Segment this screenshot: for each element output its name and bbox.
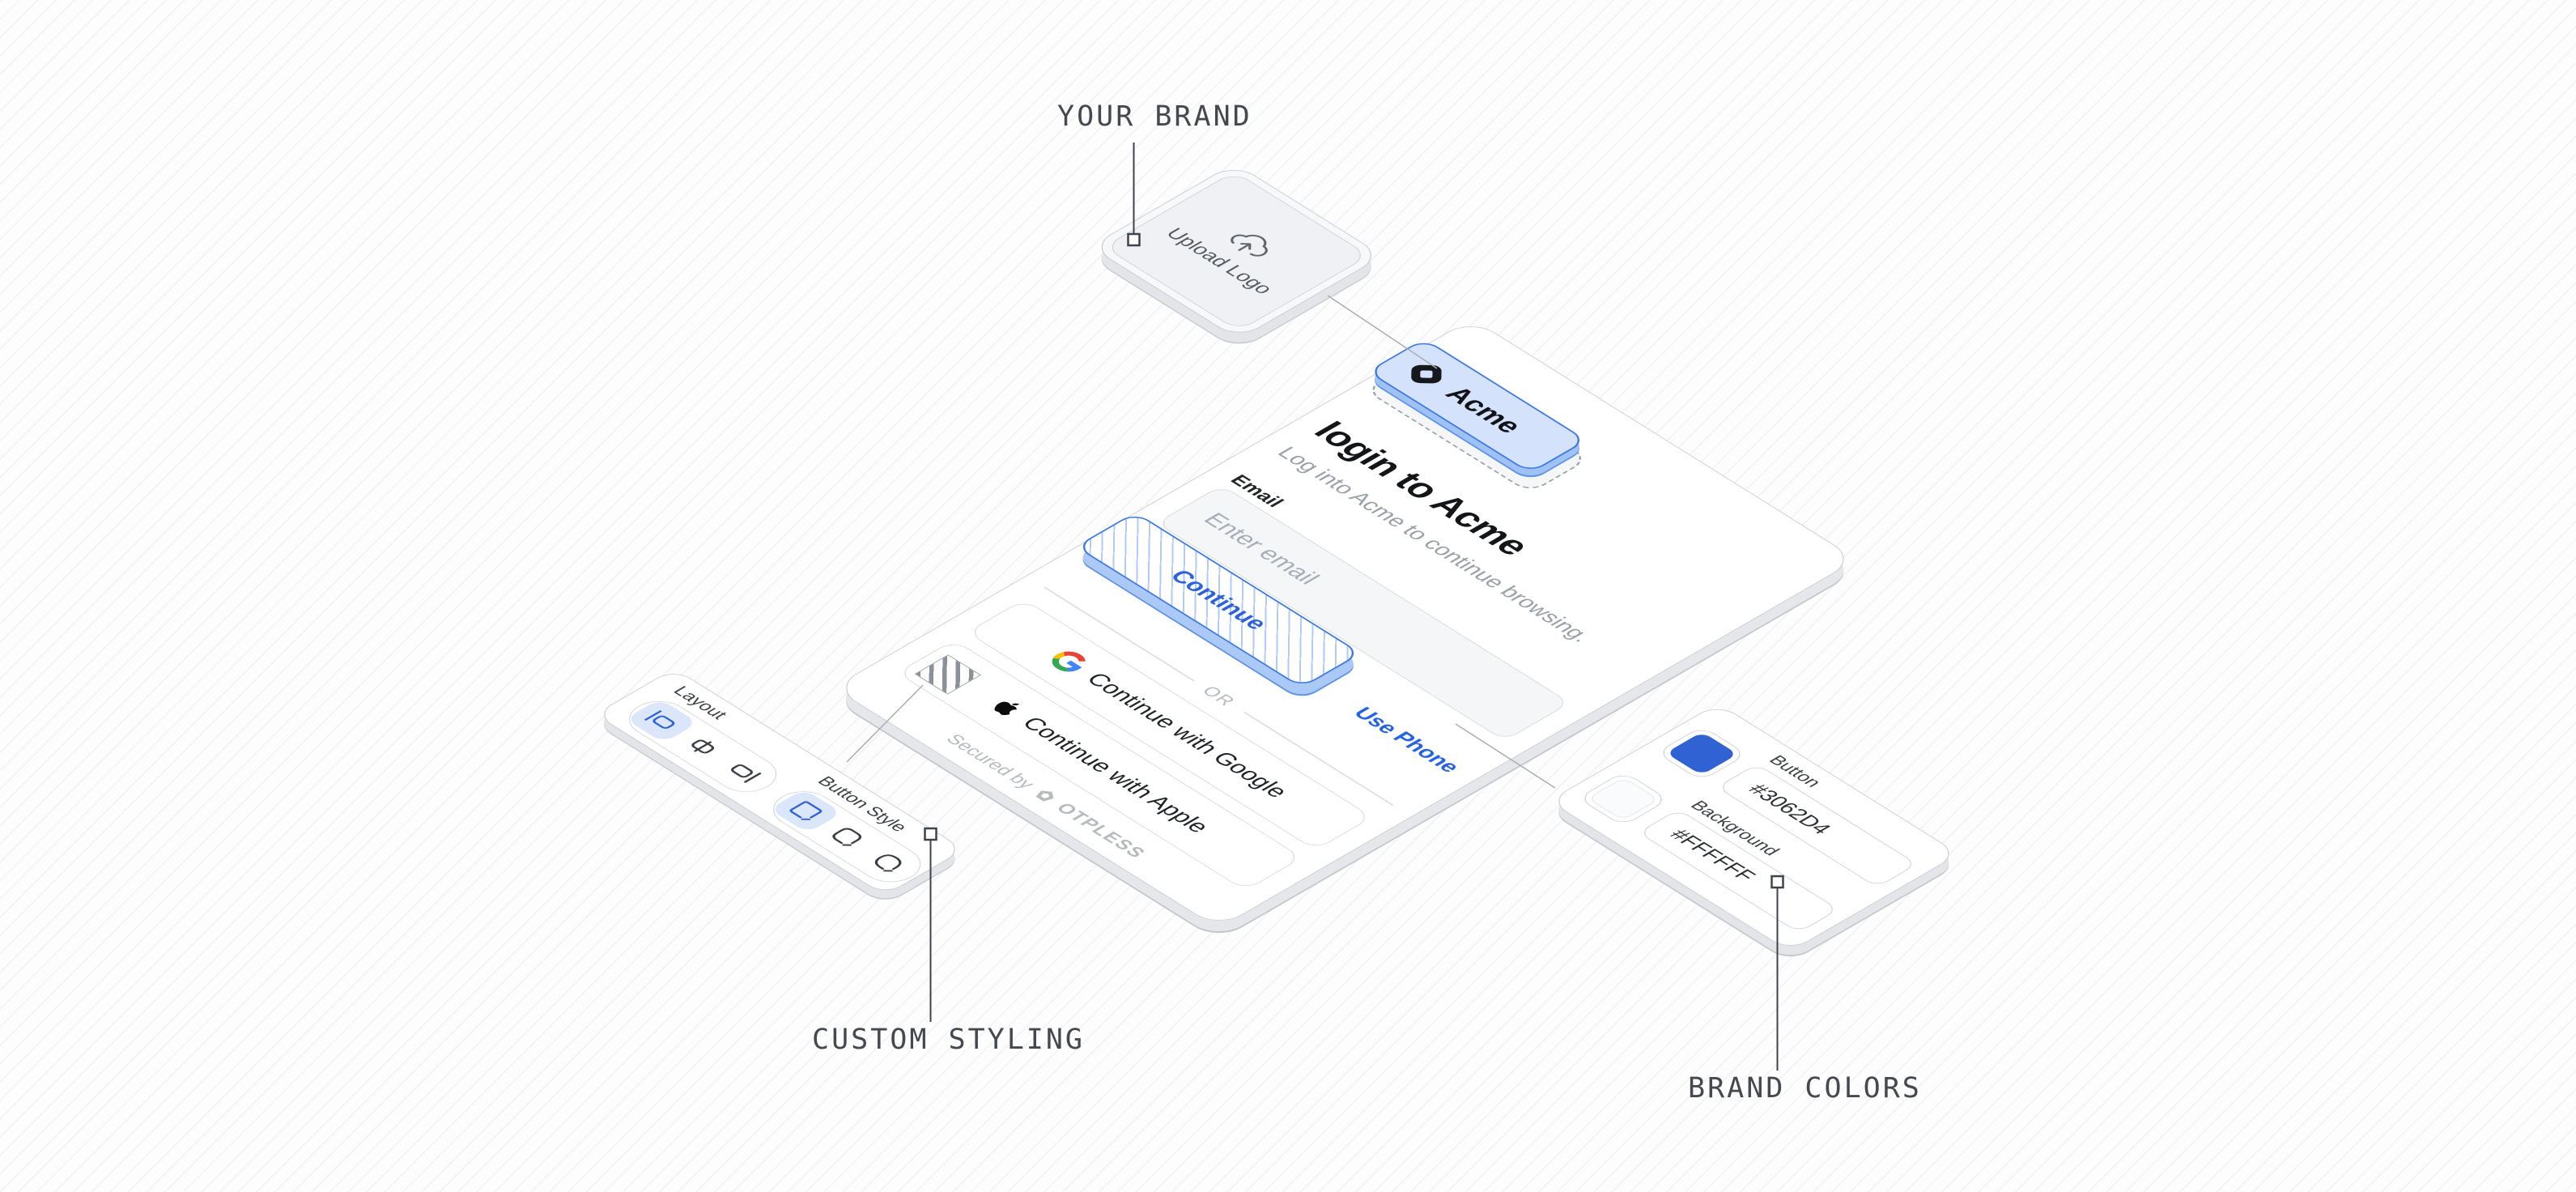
button-style-segmented-control	[760, 783, 933, 890]
google-login-button[interactable]: Continue with Google	[966, 598, 1373, 851]
custom-styling-panel: Layout Butt	[594, 668, 965, 896]
brand-colors-pointer-handle	[1770, 875, 1784, 889]
brand-chip: Acme	[1367, 338, 1588, 474]
cloud-upload-icon	[1231, 234, 1268, 257]
brand-colors-annotation: BRAND COLORS	[1688, 1072, 1922, 1105]
your-brand-pointer-handle	[1127, 232, 1141, 247]
acme-logo-icon	[1411, 364, 1442, 384]
wire-upload-to-chip	[1327, 295, 1438, 369]
layout-group: Layout	[616, 681, 812, 800]
upload-logo-card[interactable]: Upload Logo	[1089, 163, 1384, 340]
button-style-option-pill[interactable]	[852, 841, 925, 885]
corner-rounded-icon	[832, 828, 862, 846]
align-left-icon	[644, 710, 675, 729]
layout-option-align-right[interactable]	[708, 750, 781, 794]
otpless-logo-icon	[1036, 790, 1055, 802]
custom-styling-pointer-handle	[924, 827, 937, 841]
apple-icon	[994, 701, 1020, 715]
google-icon	[1052, 651, 1086, 672]
apple-login-button[interactable]: Continue with Apple	[896, 639, 1303, 892]
wire-diamond-to-styling-panel	[846, 684, 924, 763]
align-center-icon	[691, 739, 715, 754]
corner-pill-icon	[874, 854, 902, 871]
layout-segmented-control	[616, 693, 789, 800]
button-style-option-square[interactable]	[768, 789, 843, 833]
align-right-icon	[731, 764, 762, 783]
corner-square-icon	[789, 800, 823, 820]
secured-by-footer: Secured by OTPLESS	[862, 682, 1230, 911]
wire-button-to-colors-panel	[1455, 723, 1556, 789]
custom-styling-annotation: CUSTOM STYLING	[812, 1024, 1086, 1056]
button-style-option-rounded[interactable]	[810, 815, 884, 859]
login-widget-card: Acme login to Acme Log into Acme to cont…	[832, 318, 1858, 929]
layout-option-align-left[interactable]	[624, 698, 699, 743]
upload-dropzone[interactable]: Upload Logo	[1103, 171, 1370, 332]
your-brand-annotation: YOUR BRAND	[1057, 100, 1252, 133]
layout-option-align-center[interactable]	[666, 725, 740, 769]
button-style-group: Button Style	[760, 771, 956, 890]
